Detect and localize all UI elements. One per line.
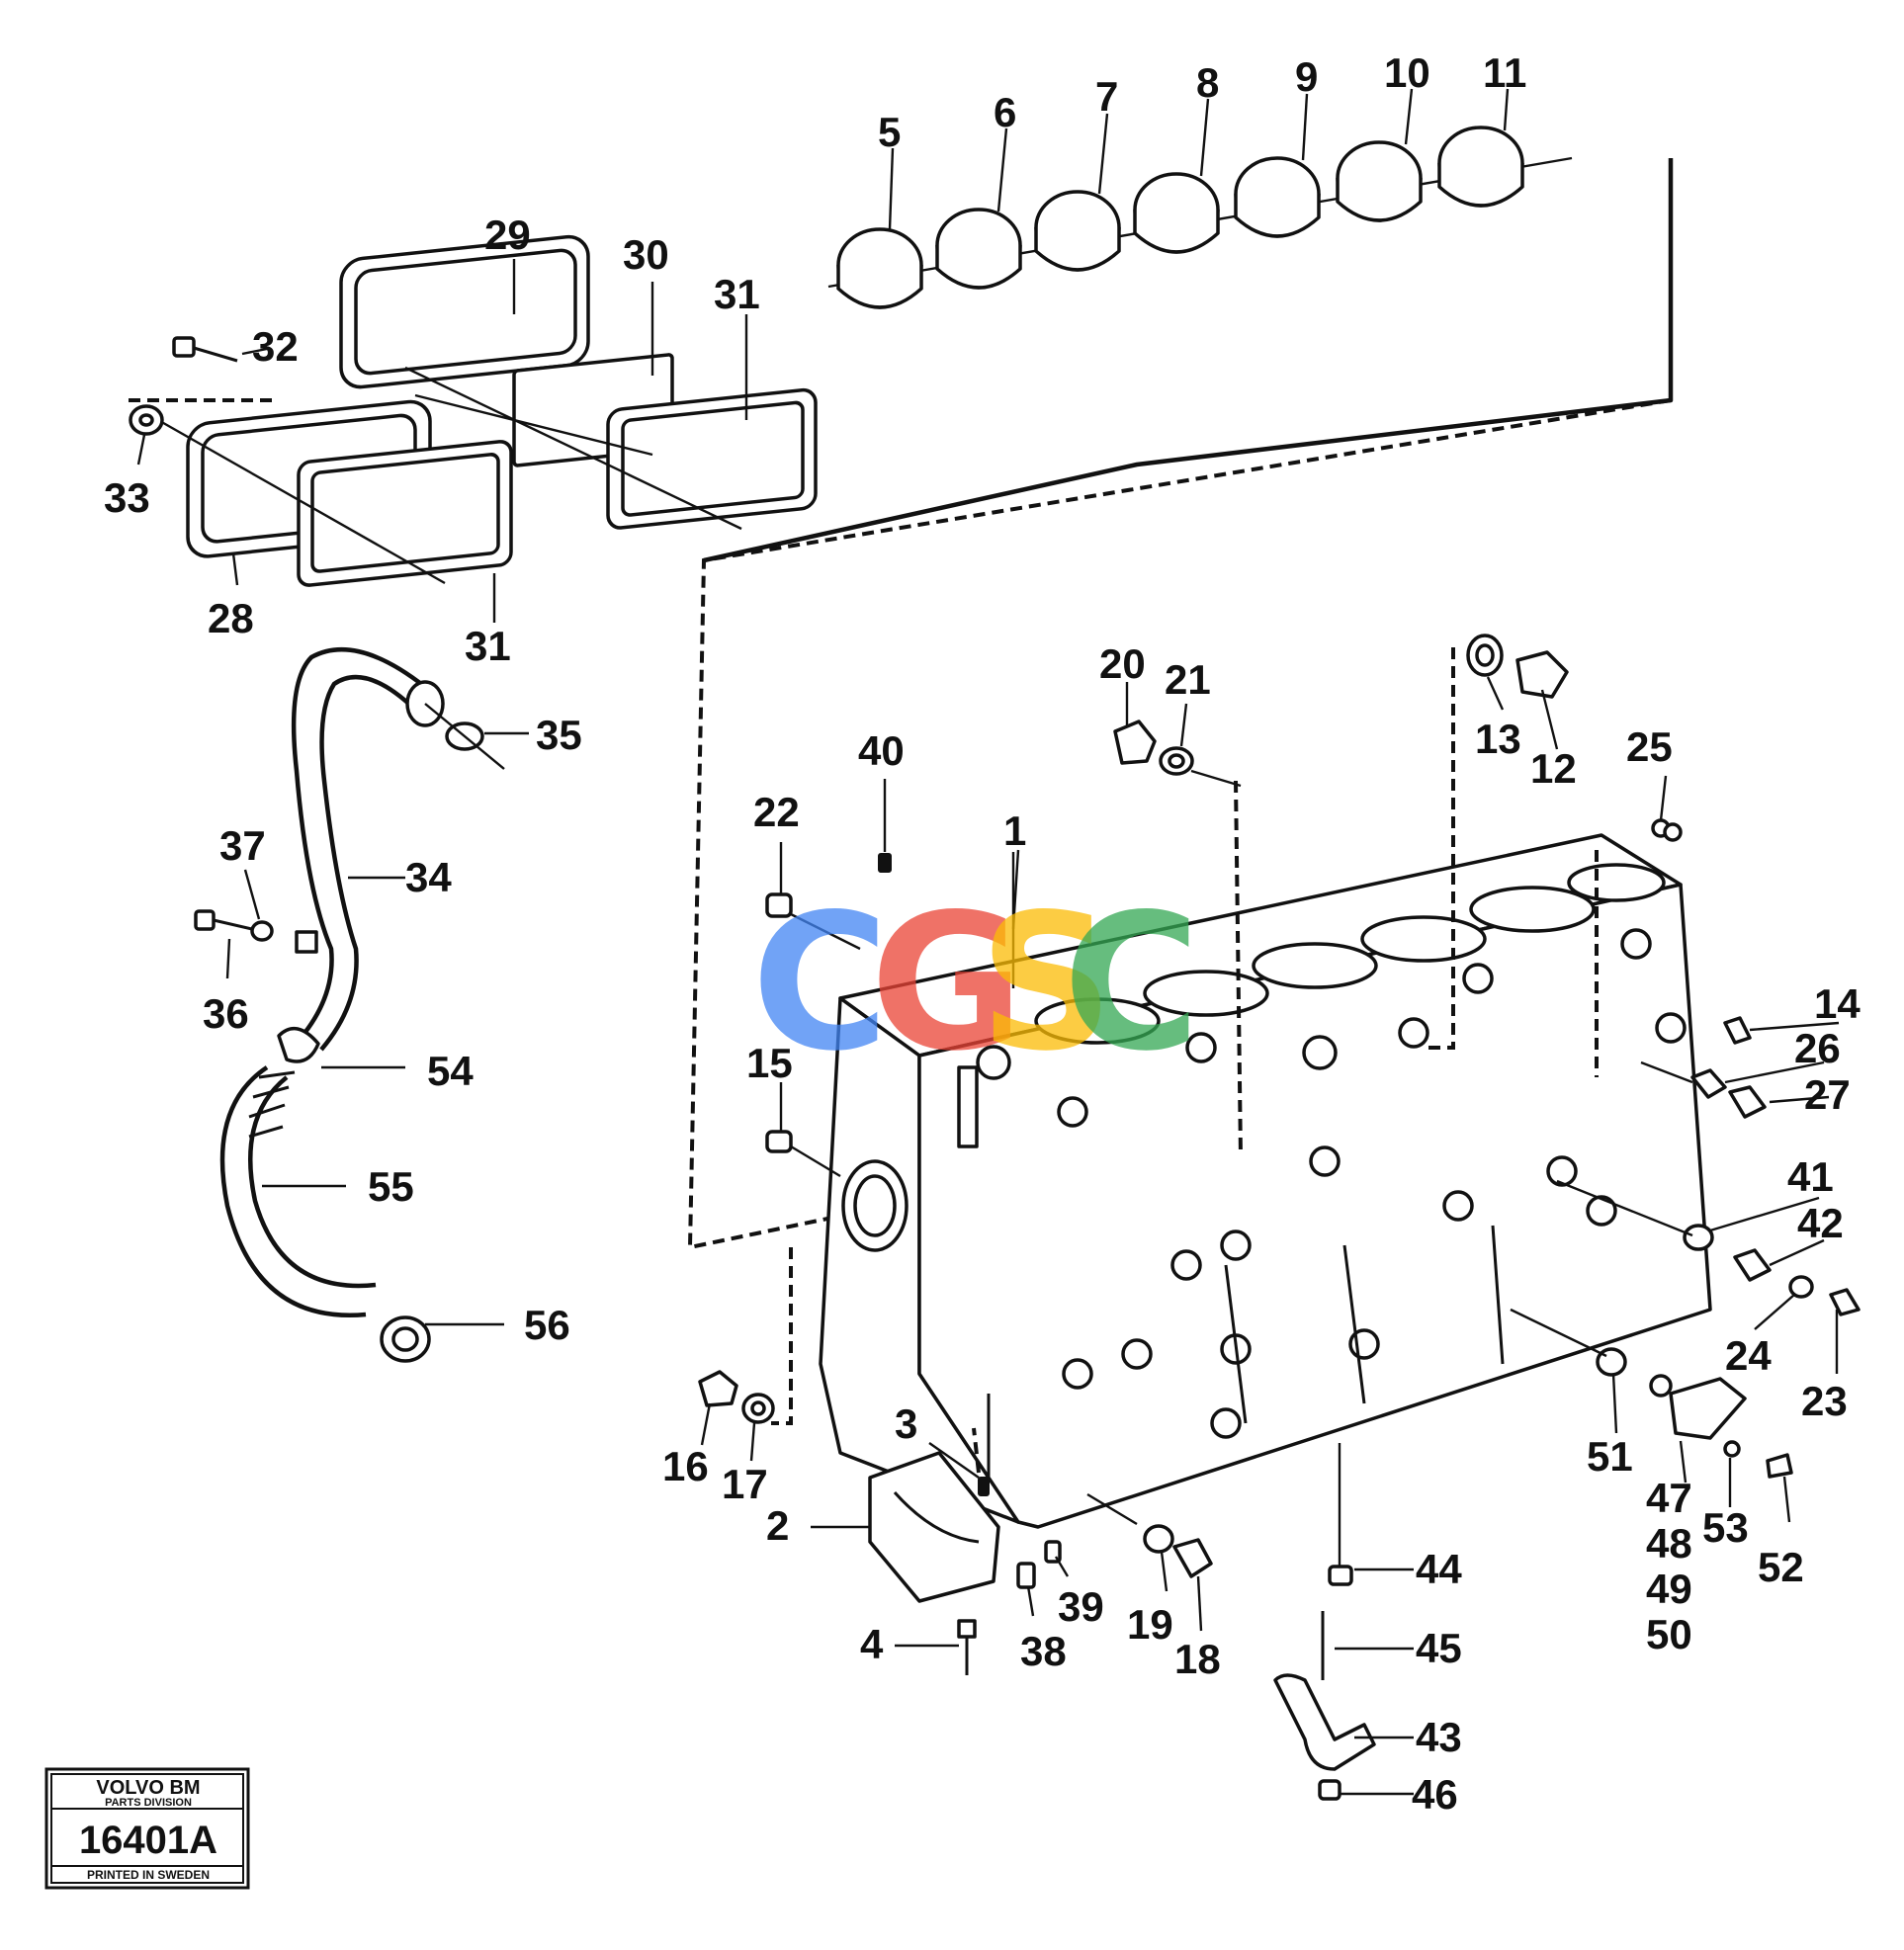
- part-label-26: 26: [1794, 1025, 1841, 1071]
- watermark-letter-s: S: [979, 874, 1114, 1092]
- part-label-35: 35: [536, 712, 582, 758]
- part-label-28: 28: [208, 595, 254, 641]
- part-label-38: 38: [1020, 1628, 1067, 1674]
- part-label-20: 20: [1099, 640, 1146, 687]
- part-label-10: 10: [1384, 49, 1430, 96]
- part-label-3: 3: [895, 1400, 917, 1447]
- part-label-7: 7: [1095, 73, 1118, 120]
- stamp-printed: PRINTED IN SWEDEN: [87, 1868, 210, 1882]
- small-parts: [698, 634, 1861, 1801]
- part-label-44: 44: [1416, 1546, 1462, 1592]
- watermark-letter-g: G: [870, 874, 1024, 1092]
- part-label-5: 5: [878, 109, 901, 155]
- part-label-17: 17: [722, 1461, 768, 1507]
- part-label-19: 19: [1127, 1601, 1173, 1648]
- part-label-34: 34: [405, 854, 452, 900]
- part-label-43: 43: [1416, 1714, 1462, 1760]
- engine-block: [687, 398, 1712, 1529]
- part-label-45: 45: [1416, 1625, 1462, 1671]
- part-label-37: 37: [219, 822, 266, 869]
- part-label-21: 21: [1165, 656, 1211, 703]
- side-covers: [129, 234, 818, 623]
- part-label-53: 53: [1702, 1504, 1749, 1551]
- watermark-letter-c2: C: [1063, 874, 1200, 1092]
- part-label-30: 30: [623, 231, 669, 278]
- part-label-1: 1: [1003, 807, 1026, 854]
- part-label-9: 9: [1295, 53, 1318, 100]
- part-label-48: 48: [1646, 1520, 1692, 1567]
- cylinder-liners: [703, 88, 1674, 563]
- part-label-4: 4: [860, 1621, 884, 1667]
- part-label-31a: 31: [714, 271, 760, 317]
- part-label-27: 27: [1804, 1071, 1851, 1118]
- part-label-13: 13: [1475, 716, 1521, 762]
- part-label-25: 25: [1626, 723, 1673, 770]
- part-label-12: 12: [1530, 745, 1577, 792]
- part-label-31b: 31: [465, 623, 511, 669]
- stamp-division: PARTS DIVISION: [105, 1797, 192, 1809]
- part-label-39: 39: [1058, 1583, 1104, 1630]
- watermark-letter-c1: C: [751, 874, 889, 1092]
- part-label-56: 56: [524, 1302, 570, 1348]
- stamp-brand: VOLVO BM: [96, 1777, 200, 1799]
- part-label-24: 24: [1725, 1332, 1772, 1379]
- part-label-16: 16: [662, 1443, 709, 1489]
- part-label-32: 32: [252, 323, 299, 370]
- hoses: [194, 646, 529, 1363]
- part-label-15: 15: [746, 1040, 793, 1086]
- part-label-52: 52: [1758, 1544, 1804, 1590]
- part-label-46: 46: [1412, 1771, 1458, 1818]
- part-label-49: 49: [1646, 1566, 1692, 1612]
- part-label-18: 18: [1174, 1636, 1221, 1682]
- part-label-47: 47: [1646, 1475, 1692, 1521]
- part-label-33: 33: [104, 474, 150, 521]
- part-label-11: 11: [1483, 49, 1526, 96]
- watermark-logo: C G S C: [751, 874, 1200, 1092]
- part-label-22: 22: [753, 789, 800, 835]
- part-label-54: 54: [427, 1048, 474, 1094]
- part-label-55: 55: [368, 1163, 414, 1210]
- part-label-41: 41: [1787, 1153, 1834, 1200]
- part-label-8: 8: [1196, 59, 1219, 106]
- part-label-6: 6: [994, 89, 1016, 135]
- part-label-51: 51: [1587, 1433, 1633, 1480]
- part-label-50: 50: [1646, 1611, 1692, 1657]
- part-label-2: 2: [766, 1502, 789, 1549]
- part-label-40: 40: [858, 727, 905, 774]
- volvo-bm-stamp: VOLVO BM PARTS DIVISION 16401A PRINTED I…: [44, 1767, 250, 1890]
- part-label-23: 23: [1801, 1378, 1848, 1424]
- part-label-36: 36: [203, 990, 249, 1037]
- stamp-code: 16401A: [79, 1819, 217, 1862]
- part-label-29: 29: [484, 212, 531, 258]
- part-label-14: 14: [1814, 980, 1861, 1027]
- part-number-labels: 1 2 3 4 5 6 7 8 9 10 11 12 13 14 15 16 1…: [104, 49, 1861, 1818]
- part-label-42: 42: [1797, 1200, 1844, 1246]
